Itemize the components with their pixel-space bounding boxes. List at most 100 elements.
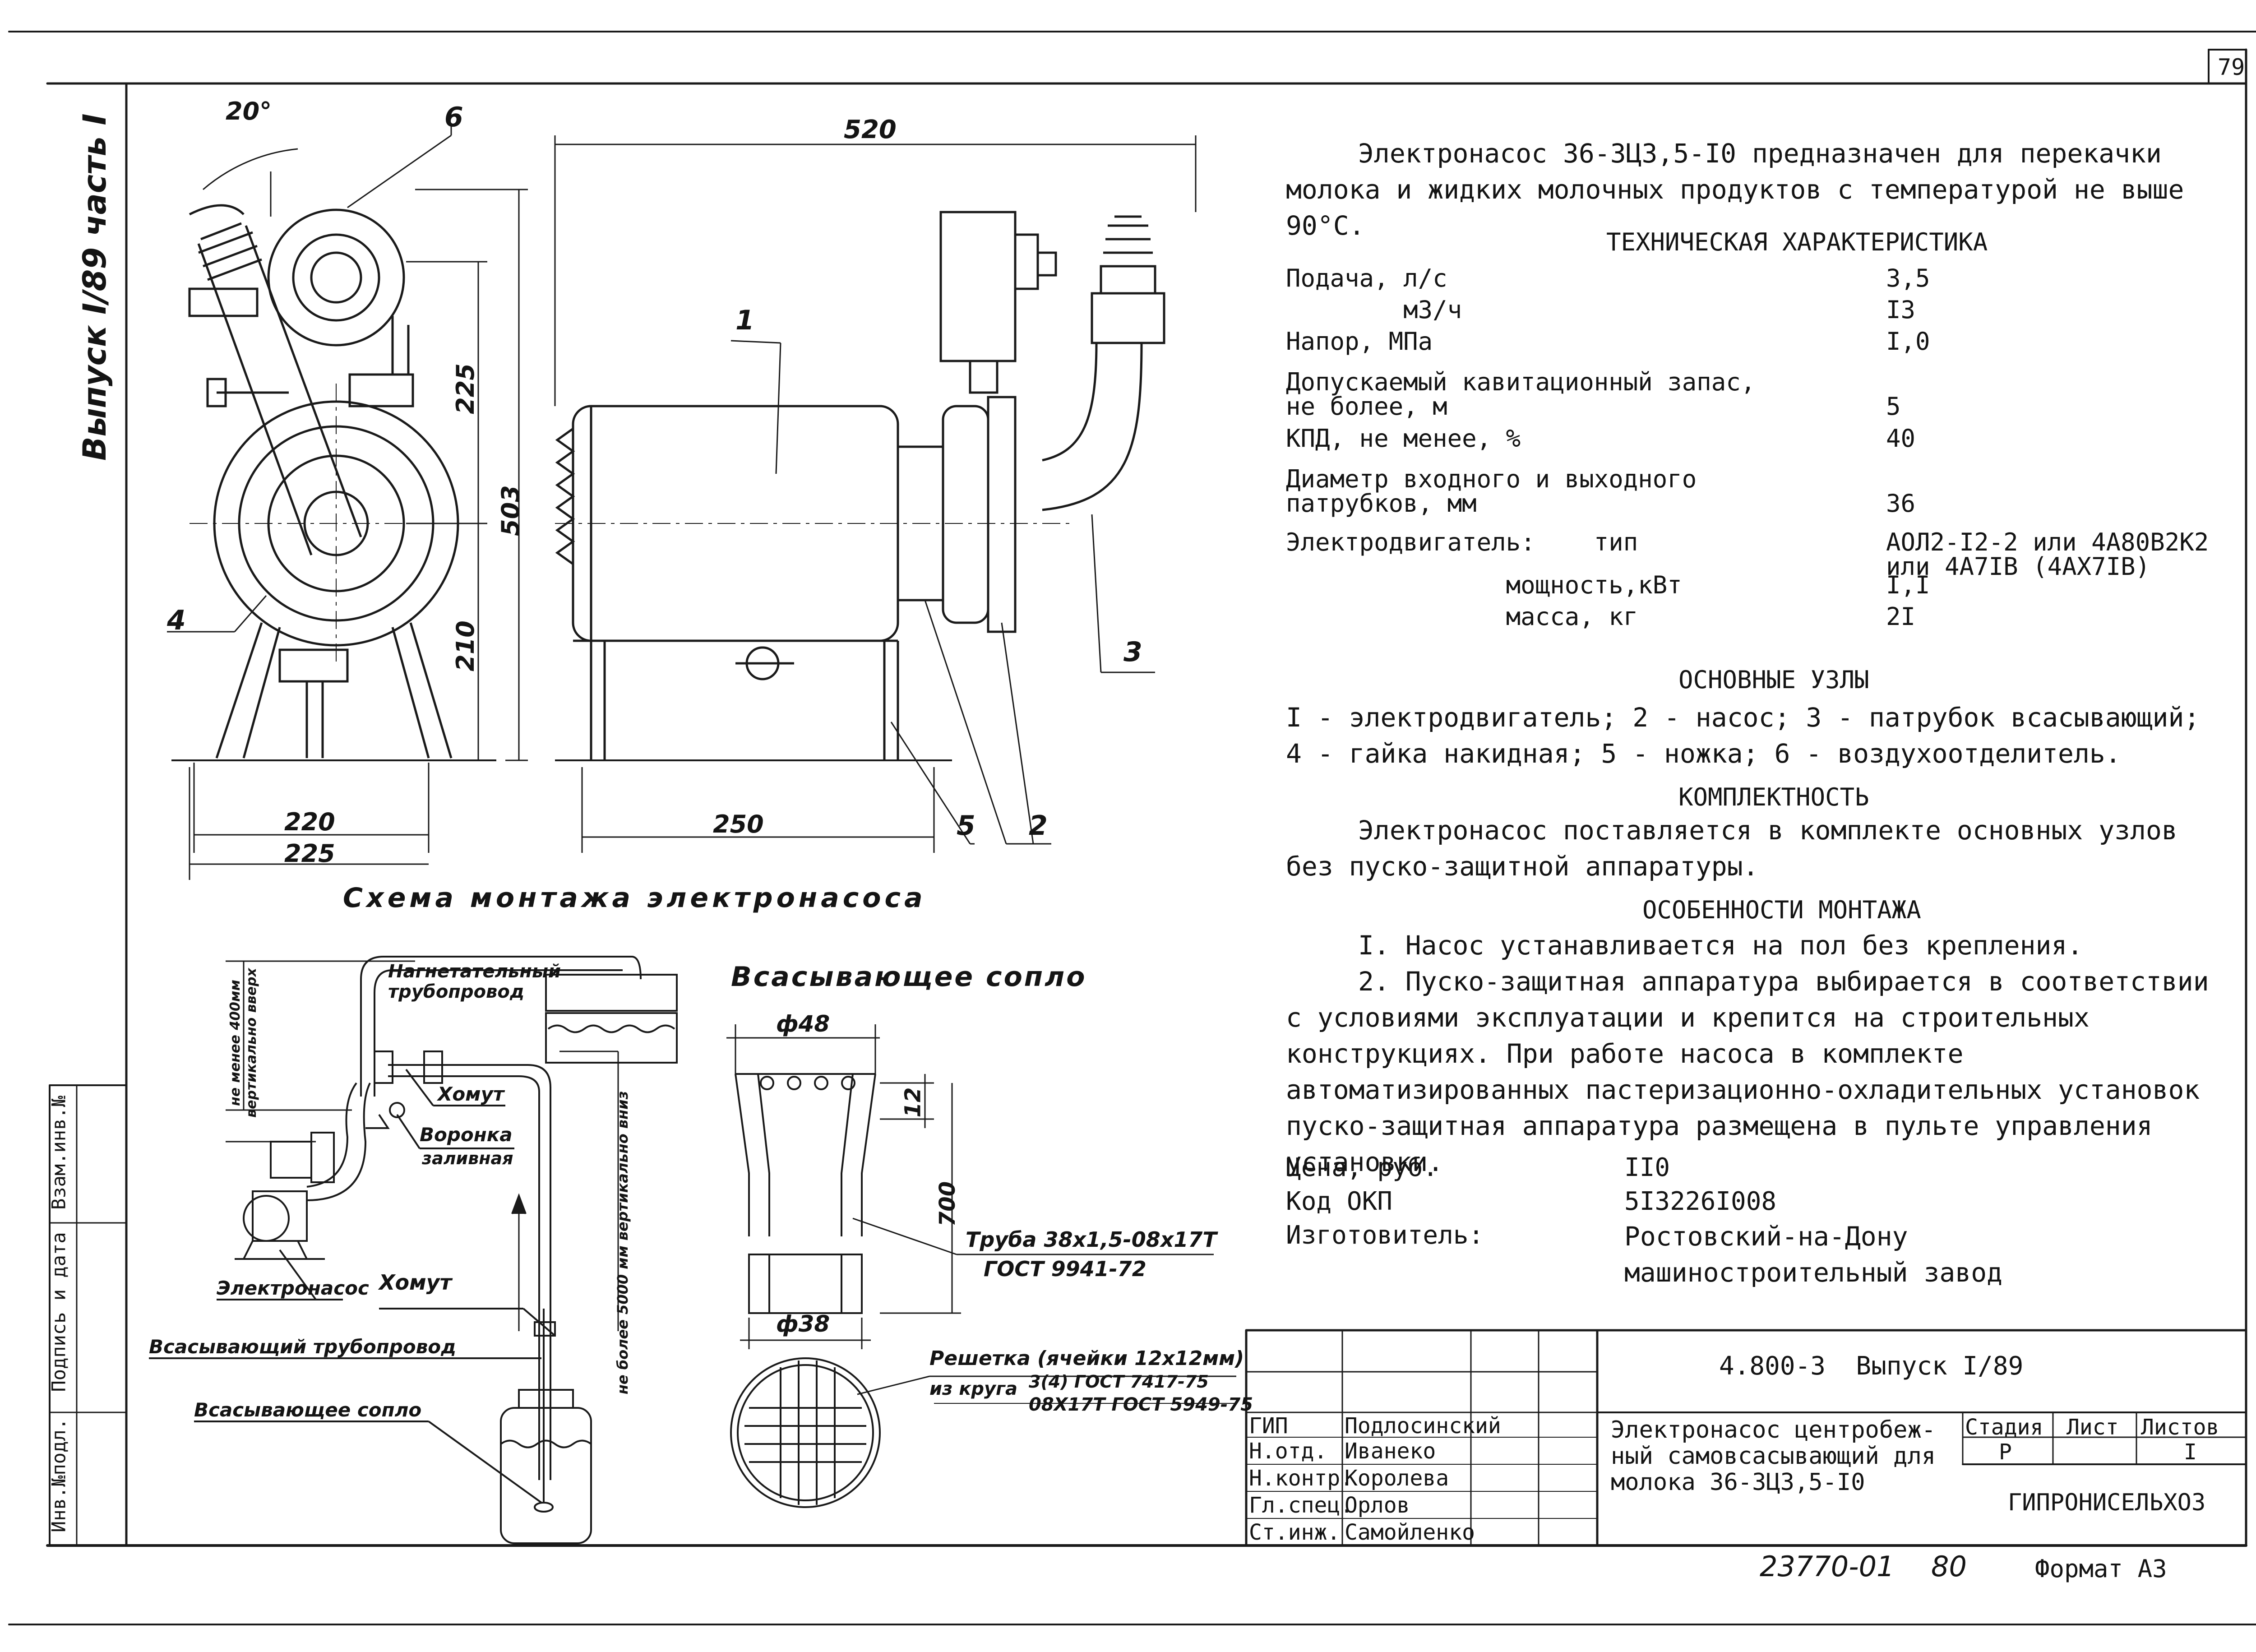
sheet-label: Лист xyxy=(2066,1415,2119,1440)
staff-role: Гл.спец. xyxy=(1249,1493,1354,1518)
spec-value: 36 xyxy=(1886,489,1916,518)
mount-item-2: 2. Пуско-защитная аппаратура выбирается … xyxy=(1286,966,2209,1177)
nozzle-grid-gost-2: 08Х17Т ГОСТ 5949-75 xyxy=(1029,1394,1253,1415)
dim-height-225: 225 xyxy=(451,363,480,414)
dim-height-210: 210 xyxy=(451,620,480,671)
nozzle-title: Всасывающее сопло xyxy=(731,961,1087,993)
staff-name: Подлосинский xyxy=(1345,1413,1501,1439)
description-intro: Электронасос 36-3Ц3,5-I0 предназначен дл… xyxy=(1286,138,2184,241)
staff-name: Иванеко xyxy=(1345,1439,1436,1464)
price-label: Цена, руб. xyxy=(1286,1153,1438,1182)
staff-name: Королева xyxy=(1345,1466,1449,1491)
spec-label: масса, кг xyxy=(1286,602,1638,631)
label-suction-pipe: Всасывающий трубопровод xyxy=(149,1336,457,1358)
archive-suffix: 80 xyxy=(1931,1550,1967,1583)
issue-side-label: Выпуск I/89 часть I xyxy=(76,113,113,461)
staff-role: ГИП xyxy=(1249,1413,1288,1439)
scheme-vertical-down: не более 5000 мм вертикально вниз xyxy=(614,1091,631,1395)
spec-label: Подача, л/с xyxy=(1286,264,1447,292)
format-label: Формат А3 xyxy=(2035,1555,2167,1583)
staff-name: Орлов xyxy=(1345,1493,1410,1518)
maker-value: Ростовский-на-Дону машиностроительный за… xyxy=(1624,1221,2003,1288)
dim-width-250: 250 xyxy=(713,810,764,838)
units-heading: ОСНОВНЫЕ УЗЛЫ xyxy=(1678,666,1869,694)
mount-item-1: I. Насос устанавливается на пол без креп… xyxy=(1358,930,2083,961)
spec-label: Электродвигатель: тип xyxy=(1286,528,1638,556)
units-list: I - электродвигатель; 2 - насос; 3 - пат… xyxy=(1286,702,2200,769)
label-discharge-line-2: трубопровод xyxy=(388,981,525,1002)
sheets-label: Листов xyxy=(2141,1415,2219,1440)
dim-width-220: 220 xyxy=(284,808,335,836)
nozzle-dim-700: 700 xyxy=(935,1181,961,1227)
mount-heading: ОСОБЕННОСТИ МОНТАЖА xyxy=(1642,896,1921,924)
pump-front-view xyxy=(171,204,496,761)
spec-value: I,0 xyxy=(1886,327,1930,356)
installation-scheme xyxy=(149,956,678,1544)
spec-value: I,I xyxy=(1886,571,1930,599)
staff-role: Н.контр. xyxy=(1249,1466,1354,1491)
tech-heading: ТЕХНИЧЕСКАЯ ХАРАКТЕРИСТИКА xyxy=(1606,228,1988,256)
callout-5: 5 xyxy=(957,810,975,842)
spec-label: КПД, не менее, % xyxy=(1286,424,1521,453)
spec-value: 3,5 xyxy=(1886,264,1930,292)
organization: ГИПРОНИСЕЛЬХОЗ xyxy=(2008,1489,2206,1516)
label-discharge-line-1: Нагнетательный xyxy=(388,961,561,982)
stamp-signature-date: Подпись и дата xyxy=(47,1232,70,1392)
page-number: 79 xyxy=(2218,54,2245,80)
spec-label: Допускаемый кавитационный запас, не боле… xyxy=(1286,368,1756,421)
nozzle-grid-spec: Решетка (ячейки 12х12мм) xyxy=(929,1347,1244,1370)
callout-6: 6 xyxy=(444,102,463,133)
label-suction-nozzle: Всасывающее сопло xyxy=(194,1399,422,1421)
callout-4: 4 xyxy=(167,605,186,636)
dim-height-503: 503 xyxy=(496,485,525,536)
spec-label: Диаметр входного и выходного патрубков, … xyxy=(1286,465,1697,518)
maker-label: Изготовитель: xyxy=(1286,1221,1484,1250)
dim-width-total: 520 xyxy=(844,115,897,144)
sheets-value: I xyxy=(2184,1439,2197,1465)
scheme-title: Схема монтажа электронасоса xyxy=(343,882,926,914)
callout-3: 3 xyxy=(1123,636,1142,668)
stage-value: Р xyxy=(1999,1439,2012,1465)
spec-value: I3 xyxy=(1886,296,1916,324)
nozzle-pipe-gost: ГОСТ 9941-72 xyxy=(984,1257,1146,1281)
spec-label: м3/ч xyxy=(1286,296,1462,324)
doc-title: Электронасос центробеж- ный самовсасываю… xyxy=(1611,1416,1936,1496)
nozzle-grid-gost-1: 3(4) ГОСТ 7417-75 xyxy=(1029,1372,1209,1392)
nozzle-grid-from: из круга xyxy=(929,1379,1017,1399)
nozzle-dia-top: ф48 xyxy=(776,1011,830,1037)
stage-label: Стадия xyxy=(1965,1415,2043,1440)
nozzle-detail xyxy=(726,1024,1236,1508)
label-clamp-bottom: Хомут xyxy=(379,1270,452,1295)
pump-side-view xyxy=(555,211,1165,761)
spec-label: Напор, МПа xyxy=(1286,327,1433,356)
label-clamp-top: Хомут xyxy=(438,1083,504,1105)
dim-angle: 20° xyxy=(226,97,272,125)
spec-label: мощность,кВт xyxy=(1286,571,1682,599)
price-value: II0 xyxy=(1624,1153,1670,1182)
nozzle-dia-bottom: ф38 xyxy=(776,1311,830,1337)
okp-label: Код ОКП xyxy=(1286,1187,1393,1216)
label-funnel-1: Воронка xyxy=(420,1124,513,1146)
spec-value: АОЛ2-I2-2 или 4А80В2К2 или 4А7IВ (4АХ7IВ… xyxy=(1886,528,2209,581)
callout-2: 2 xyxy=(1029,810,1048,842)
archive-number: 23770-01 xyxy=(1760,1550,1895,1583)
stamp-replaced-inv: Взам.инв.№ xyxy=(47,1096,70,1210)
scheme-vertical-up: не менее 400мм вертикально вверх xyxy=(227,968,259,1118)
callout-1: 1 xyxy=(735,305,754,336)
kit-text: Электронасос поставляется в комплекте ос… xyxy=(1286,815,2177,882)
dim-width-225: 225 xyxy=(284,839,335,868)
kit-heading: КОМПЛЕКТНОСТЬ xyxy=(1678,783,1869,811)
nozzle-dim-12: 12 xyxy=(900,1087,926,1118)
staff-role: Ст.инж. xyxy=(1249,1520,1341,1545)
spec-value: 2I xyxy=(1886,602,1916,631)
doc-code: 4.800-3 Выпуск I/89 xyxy=(1719,1351,2024,1381)
okp-value: 5I3226I008 xyxy=(1624,1187,1777,1216)
label-funnel-2: заливная xyxy=(422,1148,513,1168)
staff-role: Н.отд. xyxy=(1249,1439,1327,1464)
spec-value: 5 xyxy=(1886,392,1901,421)
label-pump: Электронасос xyxy=(217,1277,369,1299)
nozzle-pipe-spec: Труба 38х1,5-08х17Т xyxy=(966,1227,1217,1252)
spec-value: 40 xyxy=(1886,424,1916,453)
